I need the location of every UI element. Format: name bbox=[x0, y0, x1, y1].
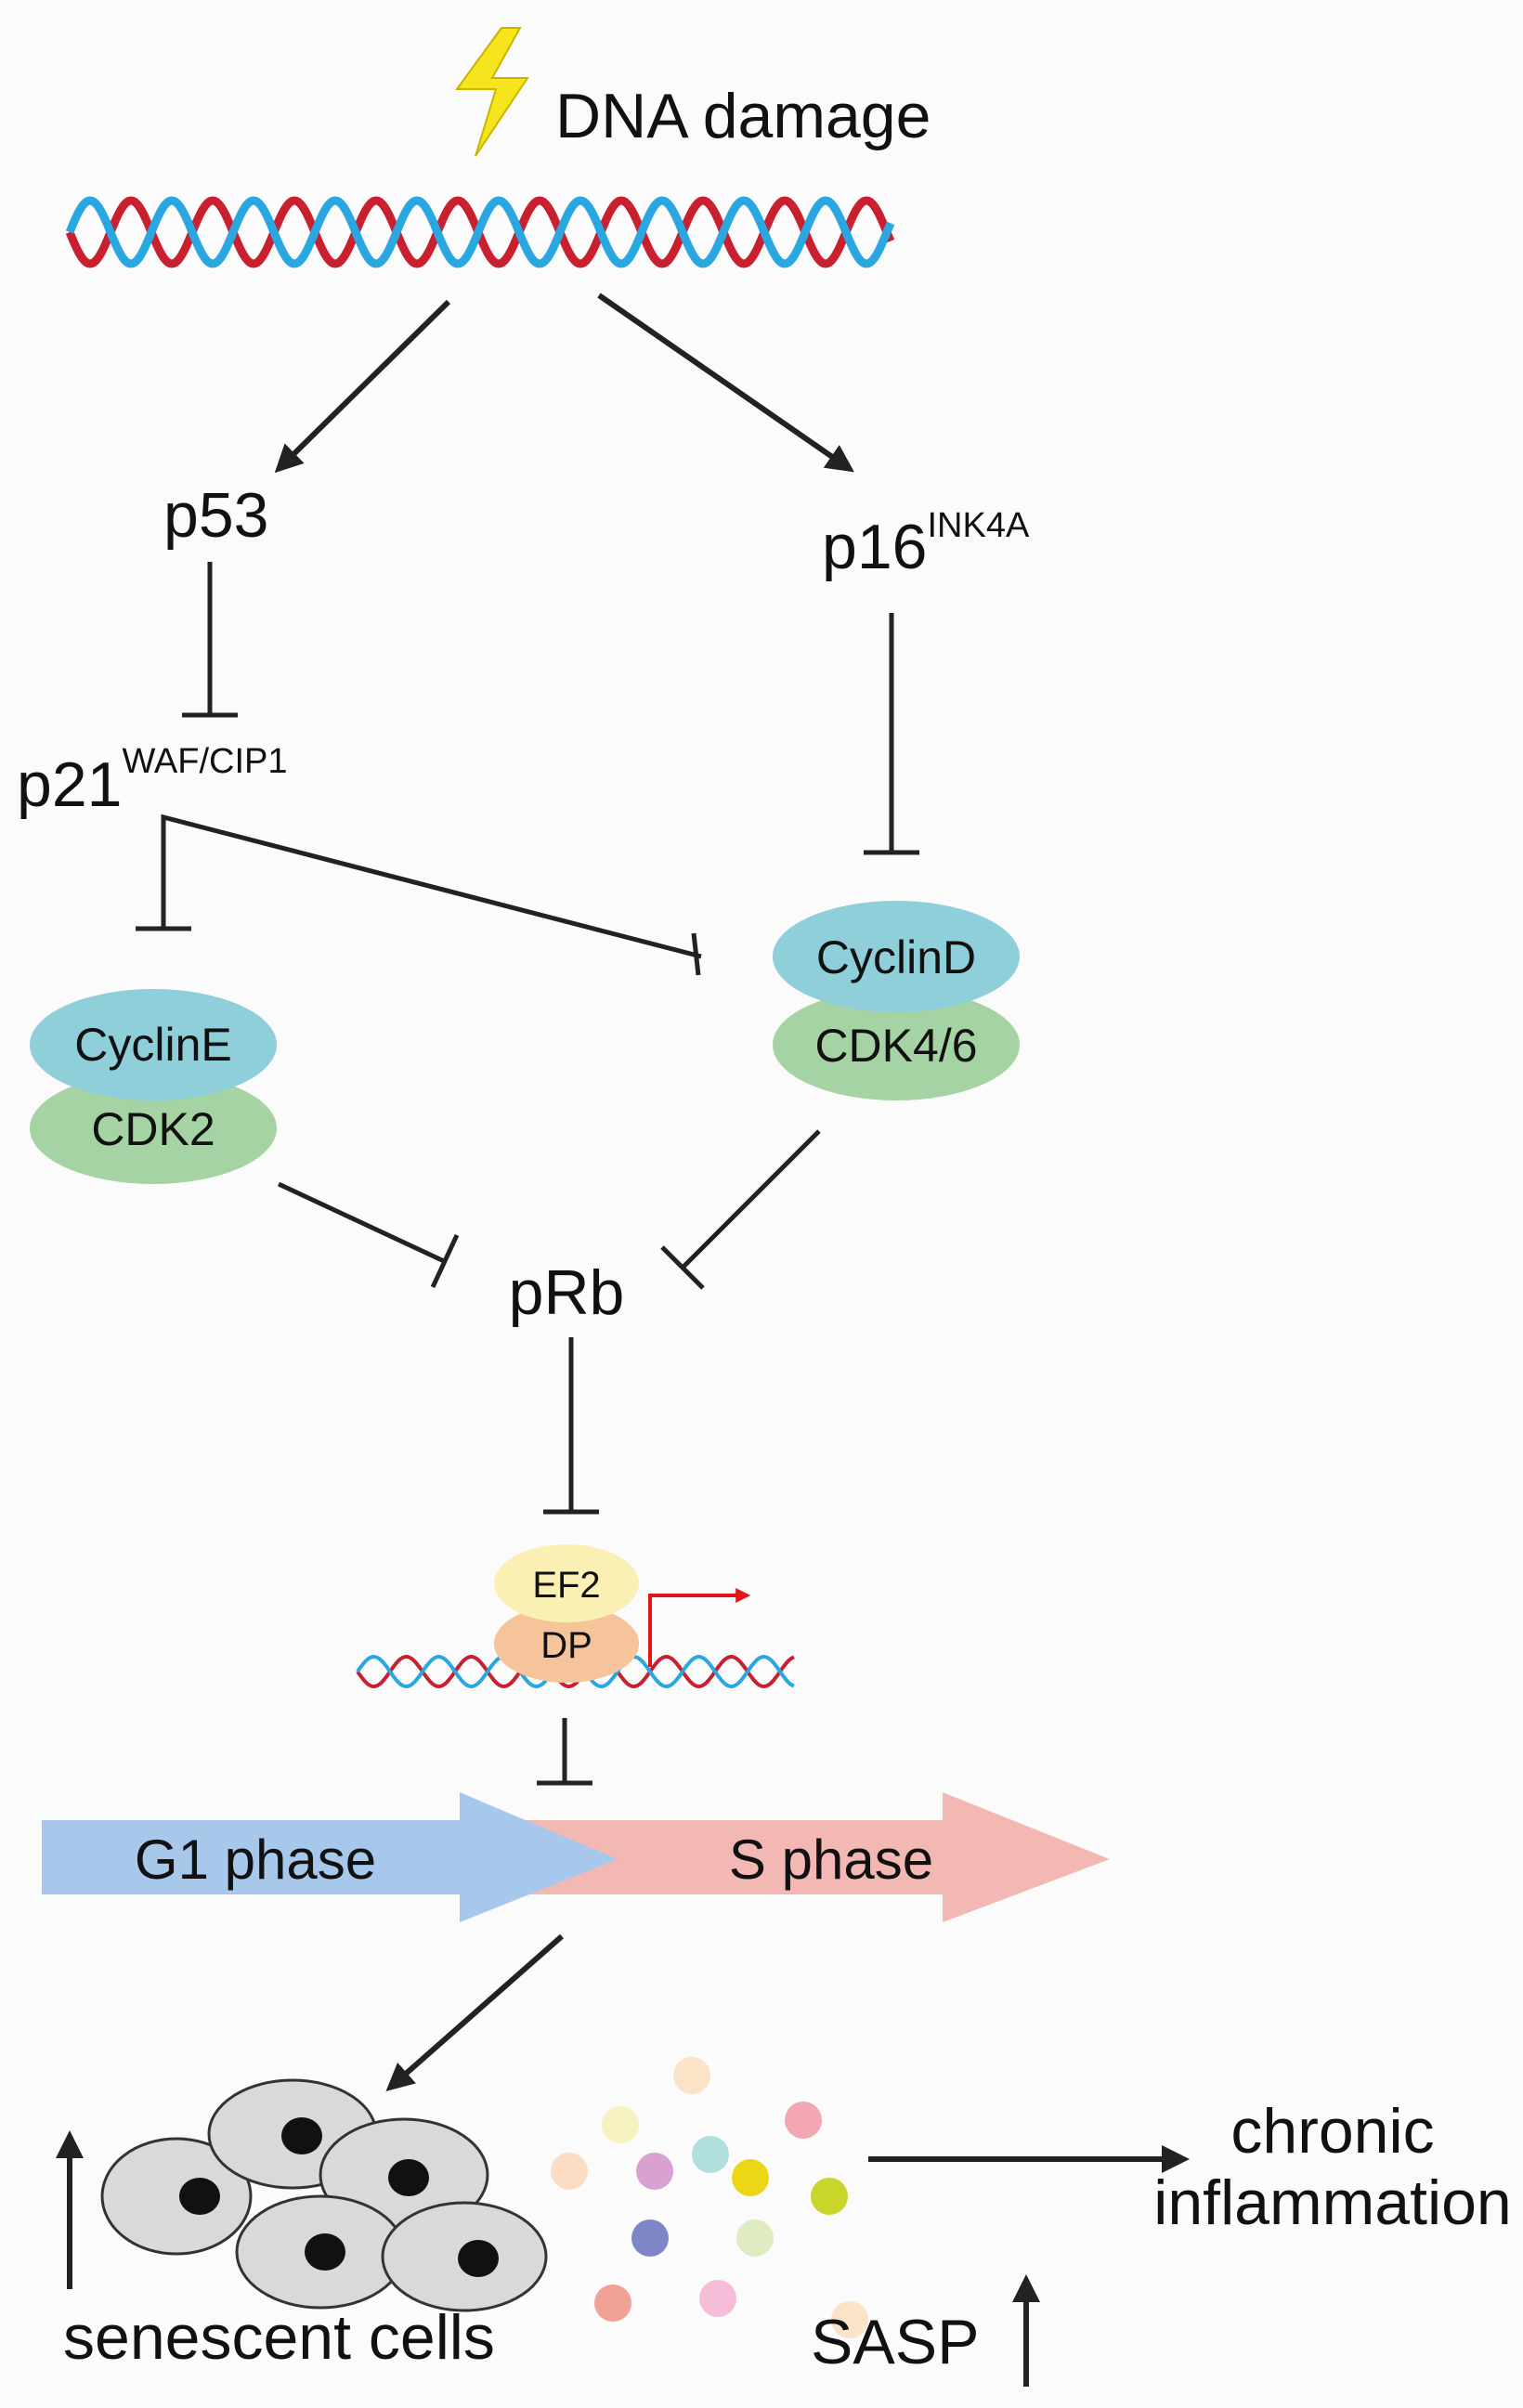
ef2-label: EF2 bbox=[532, 1565, 600, 1606]
g1-phase-arrow bbox=[42, 1792, 618, 1922]
cdk2-label: CDK2 bbox=[91, 1103, 215, 1155]
inhibit-bar-p21-cyclind bbox=[691, 932, 701, 976]
dp-label: DP bbox=[540, 1625, 592, 1666]
inhibit-bar-prb-right bbox=[660, 1245, 705, 1290]
inhibit-bar-prb-left bbox=[430, 1233, 460, 1289]
inhibit-p21-branches bbox=[161, 814, 702, 959]
inhibit-cdk46-prb bbox=[681, 1129, 821, 1269]
arrow-phase-to-cells bbox=[385, 1933, 564, 2091]
senescent-cells-label: senescent cells bbox=[63, 2302, 495, 2373]
cdk2-ellipse bbox=[30, 1073, 277, 1184]
cyclin-d-ellipse bbox=[773, 901, 1020, 1012]
arrow-dna-to-p53 bbox=[274, 299, 451, 474]
ef2-ellipse bbox=[494, 1544, 639, 1622]
p53-label: p53 bbox=[163, 480, 268, 551]
dna-strand-blue bbox=[65, 196, 895, 268]
dp-ellipse bbox=[494, 1605, 639, 1683]
inhibit-cdk2-prb bbox=[277, 1181, 446, 1264]
p16-label: p16INK4A bbox=[822, 506, 1030, 582]
sasp-factor-dots bbox=[551, 2057, 868, 2338]
transcription-start-arrow bbox=[648, 1588, 751, 1667]
cyclin-d-label: CyclinD bbox=[816, 931, 976, 983]
cyclin-e-label: CyclinE bbox=[74, 1019, 231, 1071]
s-phase-label: S phase bbox=[729, 1829, 933, 1891]
g1-phase-label: G1 phase bbox=[135, 1829, 376, 1891]
cyclin-e-ellipse bbox=[30, 989, 277, 1100]
sasp-label: SASP bbox=[811, 2307, 979, 2377]
lightning-bolt-icon bbox=[455, 27, 529, 157]
inflammation-label: inflammation bbox=[1153, 2167, 1512, 2238]
cdk46-label: CDK4/6 bbox=[814, 1020, 977, 1072]
dna-strand-red bbox=[356, 1654, 795, 1689]
s-phase-arrow bbox=[501, 1792, 1110, 1922]
arrow-dna-to-p16 bbox=[597, 293, 854, 473]
p21-label: p21WAF/CIP1 bbox=[17, 742, 288, 820]
senescent-cells-cluster bbox=[100, 2078, 548, 2312]
dna-helix-top bbox=[65, 196, 895, 268]
chronic-label: chronic bbox=[1230, 2096, 1434, 2167]
cdk46-ellipse bbox=[773, 989, 1020, 1100]
prb-label: pRb bbox=[509, 1257, 625, 1328]
dna-damage-label: DNA damage bbox=[555, 81, 931, 151]
